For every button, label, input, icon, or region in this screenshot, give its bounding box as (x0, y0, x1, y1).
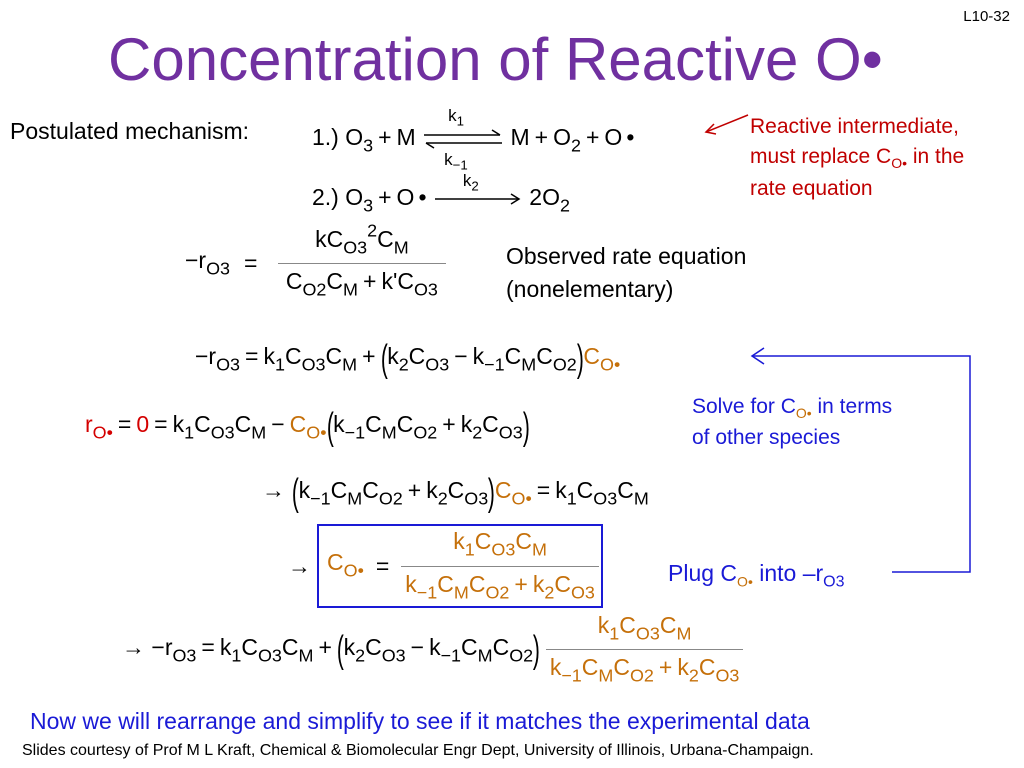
substitution-loop-arrow (750, 347, 971, 573)
reactive-intermediate-note: Reactive intermediate, must replace CO• … (750, 115, 965, 200)
rearranged-balance: →(k−1CMCO2+k2CO3)CO•=k1CO3CM (262, 472, 649, 514)
intermediate-pointer-arrow (704, 114, 749, 135)
summary-text: Now we will rearrange and simplify to se… (30, 708, 810, 734)
solution-box: CO•= k1CO3CM k−1CMCO2+k2CO3 (317, 524, 603, 608)
final-rate-expression: → −rO3=k1CO3CM+(k2CO3−k−1CMCO2) k1CO3CM … (122, 613, 744, 685)
slide-title: Concentration of Reactive O• (108, 26, 883, 93)
ozone-rate-expression: −rO3=k1CO3CM+(k2CO3−k−1CMCO2)CO• (195, 338, 621, 380)
radical-concentration-solution: → CO•= k1CO3CM k−1CMCO2+k2CO3 (288, 520, 603, 612)
forward-arrow: k2 (433, 172, 523, 206)
slide-number: L10-32 (963, 8, 1010, 25)
radical-rate-expression: rO•=0=k1CO3CM−CO•(k−1CMCO2+k2CO3) (85, 406, 530, 448)
observed-rate-equation: −rO3= kCO32CM CO2CM+k'CO3 (185, 221, 446, 299)
reaction-step-1: 1.) O3+M k1 k−1 M+O2+O• (312, 105, 635, 173)
mechanism-label: Postulated mechanism: (10, 118, 250, 144)
solve-note: Solve for CO• in terms of other species (692, 395, 893, 450)
reaction-step-2: 2.) O3+O• k2 2O2 (312, 170, 570, 216)
equilibrium-arrow: k1 k−1 (422, 107, 504, 172)
credit-text: Slides courtesy of Prof M L Kraft, Chemi… (22, 742, 814, 759)
plug-note: Plug CO• into –rO3 (668, 560, 845, 591)
observed-rate-note: Observed rate equation (nonelementary) (506, 243, 747, 303)
